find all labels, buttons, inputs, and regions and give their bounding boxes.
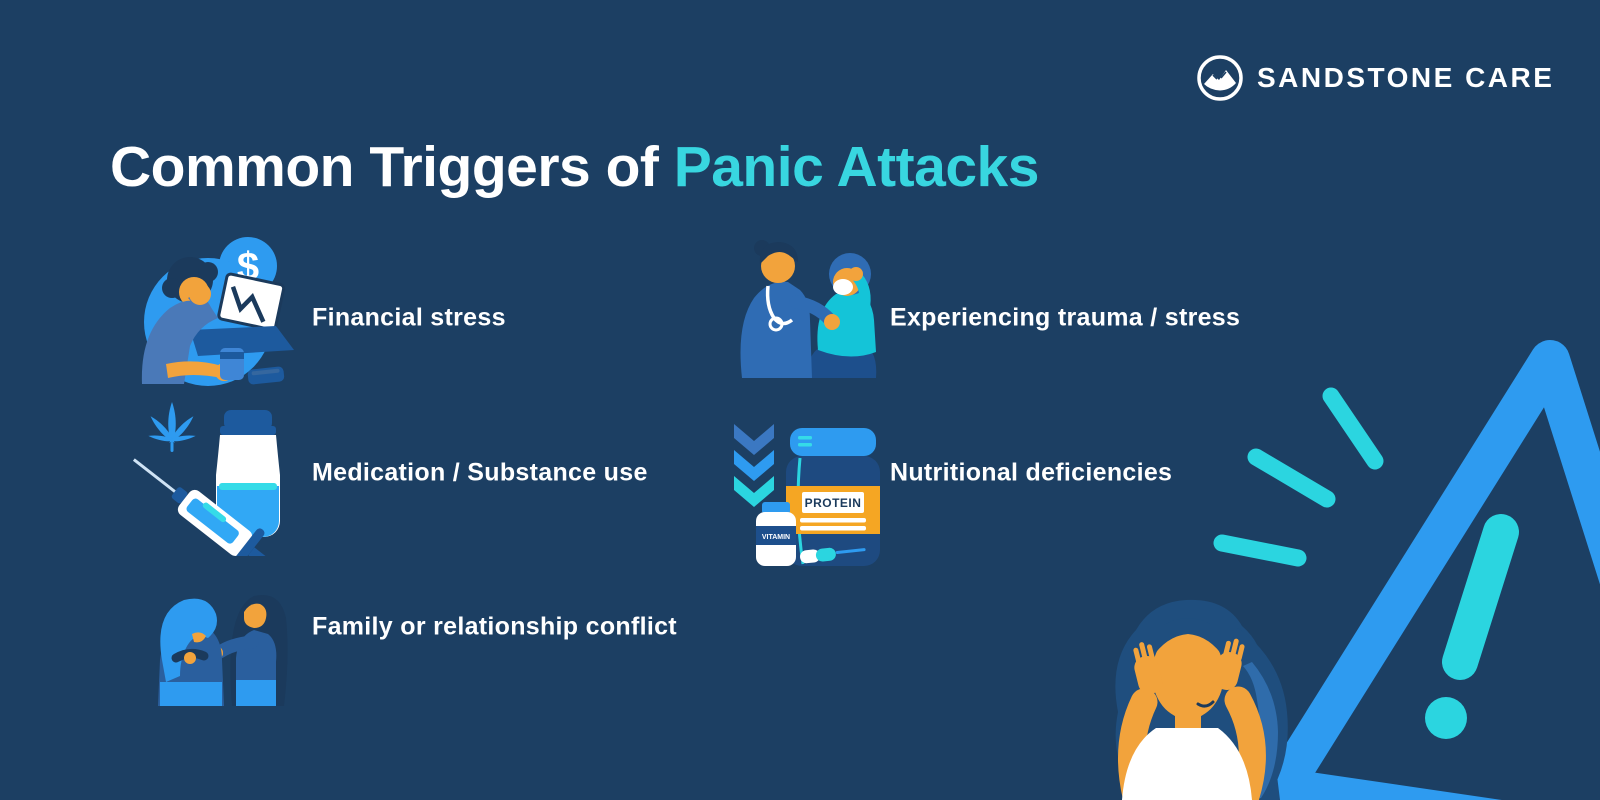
warning-triangle-outline — [1262, 340, 1600, 800]
doctor-person — [740, 240, 840, 378]
brand-name: SANDSTONE CARE — [1257, 62, 1555, 93]
woman-hair-fringe — [1148, 618, 1228, 664]
stressed-woman — [1115, 599, 1288, 800]
stressed-person — [141, 257, 233, 384]
financial-stress-illustration: $ — [141, 237, 294, 386]
title-highlight: Panic Attacks — [673, 135, 1040, 199]
trigger-label-medication-substance: Medication / Substance use — [312, 458, 648, 487]
nutrition-illustration: PROTEIN VITAMIN — [734, 424, 880, 566]
woman-shirt — [1122, 728, 1252, 800]
vitamin-bottle: VITAMIN — [756, 502, 796, 566]
financial-stress-icon: $ — [128, 232, 294, 395]
family-conflict-illustration — [158, 594, 288, 706]
family-conflict-icon — [132, 560, 294, 711]
warning-triangle-illustration — [1115, 340, 1600, 800]
woman-face — [1152, 629, 1224, 719]
medication-illustration — [132, 402, 284, 581]
laptop — [217, 272, 286, 332]
pointing-person — [198, 594, 288, 706]
trigger-label-trauma-stress: Experiencing trauma / stress — [890, 303, 1241, 332]
medication-substance-icon — [120, 390, 292, 581]
brand-logo: SANDSTONE CARE — [1196, 54, 1554, 102]
exclamation-mark — [1425, 514, 1519, 739]
protein-jar: PROTEIN — [786, 428, 880, 566]
patient-person — [806, 253, 877, 378]
sad-person — [158, 598, 224, 706]
nutritional-deficiencies-icon: PROTEIN VITAMIN — [712, 414, 880, 571]
triple-down-chevron — [734, 424, 774, 507]
capsule-pill — [800, 547, 866, 564]
woman-mouth — [1196, 700, 1215, 708]
woman-left-hand — [1133, 642, 1163, 694]
trauma-illustration — [740, 240, 877, 378]
cannabis-leaf — [148, 402, 196, 452]
trigger-label-financial-stress: Financial stress — [312, 303, 506, 332]
medicine-vial — [216, 410, 280, 537]
mountain-circle-logo-icon — [1197, 55, 1243, 101]
alert-dashes — [1213, 387, 1384, 567]
trauma-stress-icon — [712, 228, 880, 383]
phone — [247, 366, 285, 385]
page-title: Common Triggers of Panic Attacks — [110, 134, 1039, 200]
protein-label-text: PROTEIN — [805, 496, 862, 510]
vitamin-label-text: VITAMIN — [762, 534, 790, 541]
trigger-label-family-conflict: Family or relationship conflict — [312, 612, 677, 641]
title-prefix: Common Triggers of — [110, 135, 674, 199]
trigger-label-nutritional-deficiencies: Nutritional deficiencies — [890, 458, 1173, 487]
woman-right-hand — [1213, 638, 1245, 690]
